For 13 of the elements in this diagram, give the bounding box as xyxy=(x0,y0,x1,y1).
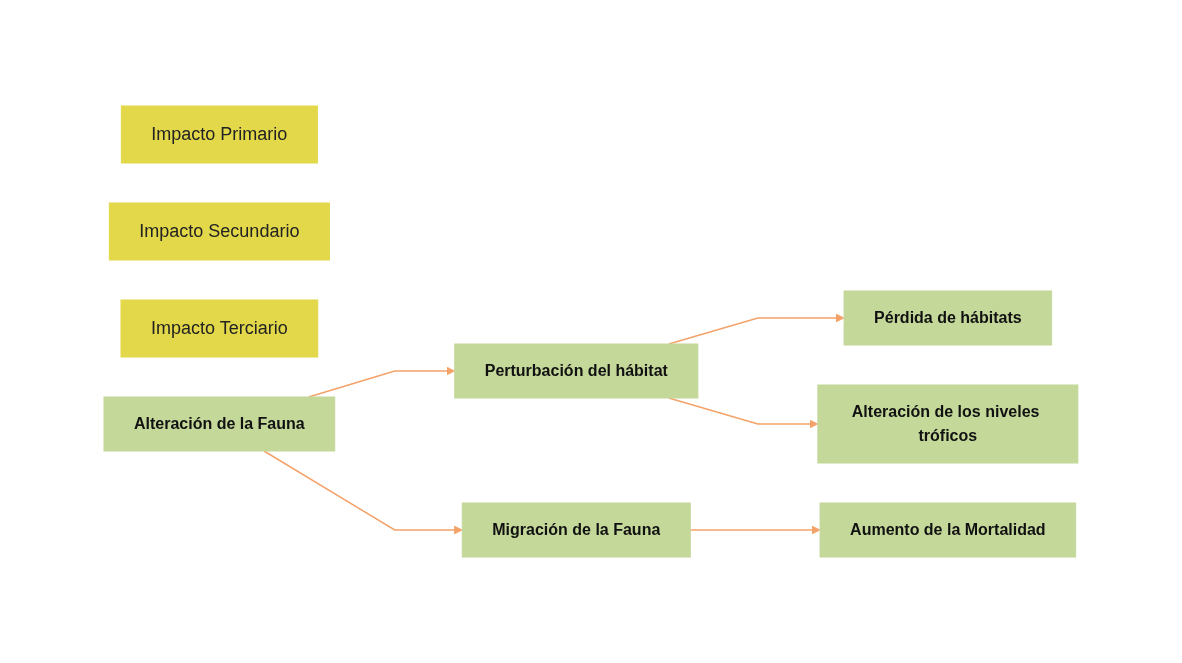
node-box: Migración de la Fauna xyxy=(461,502,691,558)
node-box: Perturbación del hábitat xyxy=(454,343,699,399)
arrow xyxy=(308,366,456,398)
node-box: Alteración de la Fauna xyxy=(103,396,336,452)
node-box: Pérdida de hábitats xyxy=(843,290,1053,346)
node-box: Impacto Primario xyxy=(120,105,318,164)
arrow xyxy=(263,450,463,535)
node-box: Impacto Secundario xyxy=(108,202,330,261)
arrow xyxy=(668,313,845,345)
node-box: Impacto Terciario xyxy=(120,299,319,358)
arrow xyxy=(689,525,821,535)
node-box: Alteración de los niveles tróficos xyxy=(817,384,1079,464)
node-box: Aumento de la Mortalidad xyxy=(819,502,1077,558)
